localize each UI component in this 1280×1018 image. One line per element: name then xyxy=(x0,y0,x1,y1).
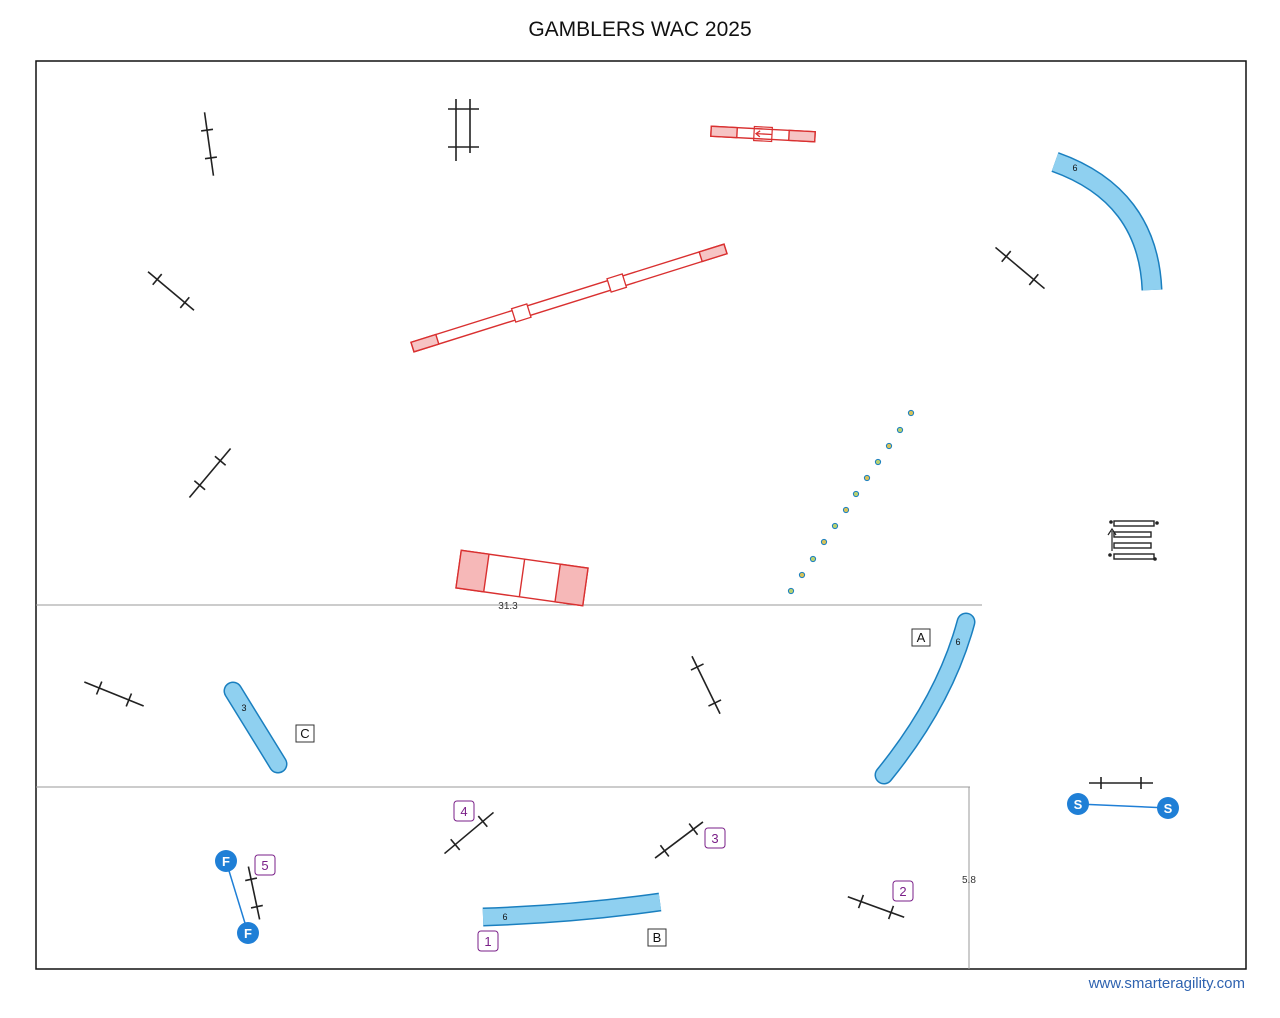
letter-box-b: B xyxy=(647,928,667,947)
svg-text:A: A xyxy=(917,630,926,645)
svg-text:2: 2 xyxy=(899,884,906,899)
svg-text:C: C xyxy=(300,726,309,741)
jump-9 xyxy=(847,894,905,920)
tunnel-number: 3 xyxy=(241,703,246,713)
tunnel-bottom: 6 xyxy=(482,892,662,927)
svg-text:3: 3 xyxy=(711,831,718,846)
letter-box-c: C xyxy=(295,724,315,743)
number-box-5: 5 xyxy=(254,854,276,876)
tunnel-number: 6 xyxy=(502,912,507,922)
number-box-3: 3 xyxy=(704,827,726,849)
finish-marker-bottom: F xyxy=(237,922,259,944)
start-marker-right: S xyxy=(1157,797,1179,819)
dog-walk xyxy=(410,243,728,353)
jump-8 xyxy=(654,821,704,859)
a-frame xyxy=(455,549,589,607)
table-obstacle xyxy=(710,125,816,143)
measurement-31-3: 31.3 xyxy=(498,601,518,612)
tunnel-number: 6 xyxy=(1072,163,1077,173)
footer-website-link[interactable]: www.smarteragility.com xyxy=(1088,975,1245,992)
double-jump xyxy=(448,99,479,161)
svg-text:F: F xyxy=(244,926,252,941)
letter-box-a: A xyxy=(911,628,931,647)
jump-1 xyxy=(200,112,218,176)
jump-11 xyxy=(245,866,263,920)
jump-5 xyxy=(84,681,144,707)
number-box-1: 1 xyxy=(477,930,499,952)
number-box-2: 2 xyxy=(892,880,914,902)
tunnel-number: 6 xyxy=(955,637,960,647)
finish-marker-top: F xyxy=(215,850,237,872)
start-marker-left: S xyxy=(1067,793,1089,815)
svg-text:5: 5 xyxy=(261,858,268,873)
jump-7 xyxy=(443,811,495,855)
broad-jump xyxy=(1107,520,1159,561)
measurement-5-8: 5.8 xyxy=(962,875,976,886)
tunnel-top-right: 6 xyxy=(1051,152,1163,291)
svg-text:B: B xyxy=(653,930,662,945)
jump-10 xyxy=(1089,777,1153,789)
svg-text:S: S xyxy=(1164,801,1173,816)
number-box-4: 4 xyxy=(453,800,475,822)
jump-4 xyxy=(994,246,1046,290)
jump-3 xyxy=(188,447,232,499)
jump-2 xyxy=(147,271,195,311)
svg-text:1: 1 xyxy=(484,934,491,949)
weave-poles xyxy=(787,409,915,595)
tunnel-mid-right: 6 xyxy=(874,612,976,785)
svg-text:S: S xyxy=(1074,797,1083,812)
svg-text:4: 4 xyxy=(460,804,467,819)
svg-text:F: F xyxy=(222,854,230,869)
jump-6 xyxy=(690,655,722,715)
tunnel-mid-left: 3 xyxy=(223,681,288,774)
start-line xyxy=(1077,803,1169,809)
course-title: GAMBLERS WAC 2025 xyxy=(528,18,752,41)
ring-border xyxy=(35,60,1247,970)
finish-line xyxy=(225,860,249,934)
